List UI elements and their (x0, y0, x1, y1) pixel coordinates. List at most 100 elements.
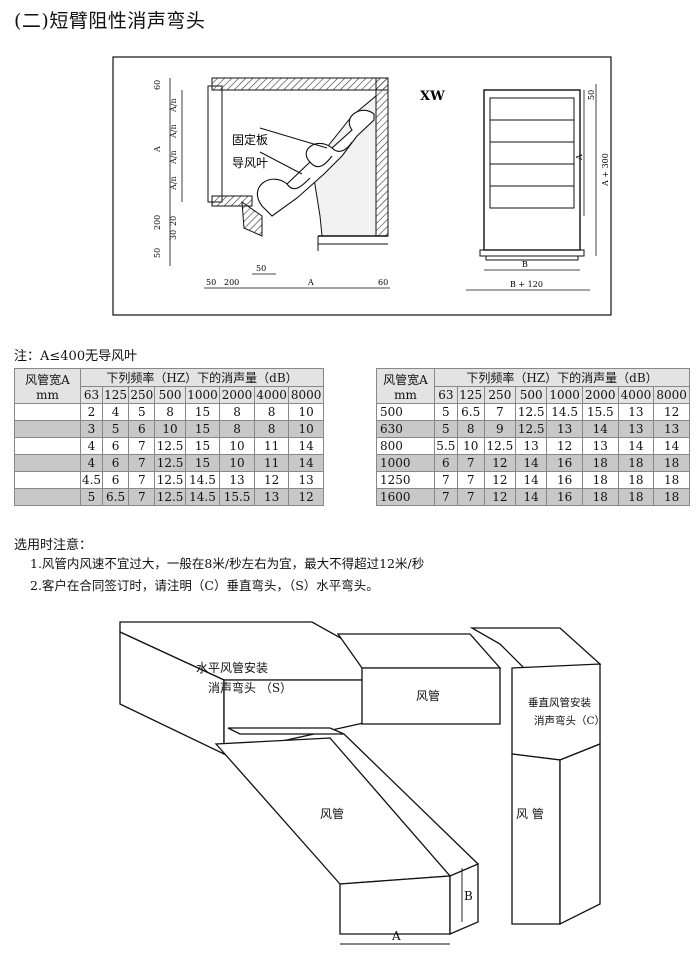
attenuation-cell: 6 (101, 471, 130, 489)
attenuation-cell: 10 (219, 437, 255, 455)
frequency-header: 2000 (219, 386, 255, 404)
dim-b-120: B + 120 (510, 280, 543, 289)
label-horizontal-elbow-line2: 消声弯头 （S） (208, 680, 292, 695)
attenuation-cell: 18 (653, 471, 690, 489)
attenuation-cell: 5 (434, 420, 458, 438)
attenuation-cell: 5 (434, 403, 458, 421)
attenuation-cell: 13 (617, 420, 655, 438)
attenuation-cell: 15 (184, 454, 221, 472)
attenuation-cell: 12 (483, 471, 517, 489)
attenuation-cell: 8 (219, 403, 255, 421)
attenuation-cell: 15 (184, 403, 221, 421)
attenuation-cell: 12.5 (515, 403, 548, 421)
duct-width-cell (14, 403, 81, 421)
dim-a-n-2: A/n (169, 124, 178, 139)
attenuation-cell: 15.5 (581, 403, 619, 421)
header-frequency-group: 下列频率（HZ）下的消声量（dB） (80, 368, 324, 387)
attenuation-cell: 7 (483, 403, 517, 421)
frequency-header: 125 (101, 386, 130, 404)
attenuation-cell: 14 (515, 471, 548, 489)
dim-50-bottom-2: 50 (256, 264, 266, 273)
frequency-header: 500 (515, 386, 548, 404)
attenuation-cell: 10 (456, 437, 485, 455)
dim-a-n-4: A/n (169, 176, 178, 191)
frequency-header: 4000 (617, 386, 655, 404)
label-duct-right: 风 管 (516, 806, 544, 821)
attenuation-cell: 14 (653, 437, 690, 455)
attenuation-cell: 15 (184, 437, 221, 455)
attenuation-cell: 18 (581, 454, 619, 472)
attenuation-cell: 4 (80, 454, 103, 472)
label-vertical-elbow-line2: 消声弯头（C） (534, 714, 605, 727)
dim-200-bottom: 200 (224, 278, 239, 287)
attenuation-cell: 12.5 (154, 471, 186, 489)
attenuation-cell: 10 (219, 454, 255, 472)
attenuation-cell: 11 (253, 454, 290, 472)
frequency-header: 250 (128, 386, 156, 404)
attenuation-cell: 10 (288, 403, 324, 421)
attenuation-cell: 3 (80, 420, 103, 438)
attenuation-cell: 16 (546, 471, 583, 489)
attenuation-cell: 7 (128, 454, 156, 472)
frequency-header: 1000 (184, 386, 221, 404)
dim-a-300: A + 300 (601, 153, 610, 187)
header-duct-width: 风管宽A mm (14, 368, 81, 404)
attenuation-cell: 7 (128, 471, 156, 489)
dim-60-left: 60 (153, 80, 162, 90)
dim-200-left: 200 (153, 215, 162, 230)
attenuation-cell: 7 (456, 488, 485, 506)
dim-50-bottom: 50 (206, 278, 216, 287)
duct-width-cell: 500 (376, 403, 435, 421)
attenuation-cell: 4 (80, 437, 103, 455)
attenuation-cell: 8 (253, 420, 290, 438)
label-duct-top: 风管 (416, 688, 440, 703)
attenuation-cell: 7 (456, 454, 485, 472)
attenuation-cell: 13 (546, 420, 583, 438)
attenuation-cell: 6.5 (101, 488, 130, 506)
dim-a-bottom: A (307, 278, 314, 287)
attenuation-cell: 12 (288, 488, 324, 506)
attenuation-cell: 14 (617, 437, 655, 455)
dim-b: B (522, 260, 528, 269)
attenuation-cell: 15.5 (219, 488, 255, 506)
frequency-header: 8000 (653, 386, 690, 404)
attenuation-cell: 18 (653, 454, 690, 472)
attenuation-cell: 14.5 (184, 471, 221, 489)
attenuation-cell: 7 (456, 471, 485, 489)
attenuation-cell: 4 (101, 403, 130, 421)
attenuation-cell: 7 (128, 437, 156, 455)
dim-a-bottom-figure: A (391, 929, 401, 943)
attenuation-cell: 6 (101, 437, 130, 455)
attenuation-cell: 14 (515, 488, 548, 506)
attenuation-cell: 12 (653, 403, 690, 421)
attenuation-cell: 4.5 (80, 471, 103, 489)
label-horizontal-elbow-line1: 水平风管安装 (196, 660, 268, 675)
duct-width-cell (14, 488, 81, 506)
attenuation-cell: 12 (546, 437, 583, 455)
fixed-plate-label: 固定板 (232, 132, 268, 147)
elbow-section-drawing: 固定板 导风叶 60 A A/n A/n A/n A/n 200 20 30 5… (112, 56, 612, 316)
xw-label: XW (420, 89, 445, 104)
dim-50-right: 50 (587, 90, 596, 100)
dim-a-n-3: A/n (169, 150, 178, 165)
attenuation-cell: 5 (80, 488, 103, 506)
duct-width-cell (14, 437, 81, 455)
frequency-header: 125 (456, 386, 485, 404)
dim-20-left: 20 (169, 216, 178, 226)
duct-width-cell (14, 420, 81, 438)
dim-a-left: A (153, 146, 162, 153)
attenuation-cell: 14.5 (184, 488, 221, 506)
page-title: (二)短臂阻性消声弯头 (14, 10, 206, 32)
attenuation-cell: 14 (515, 454, 548, 472)
